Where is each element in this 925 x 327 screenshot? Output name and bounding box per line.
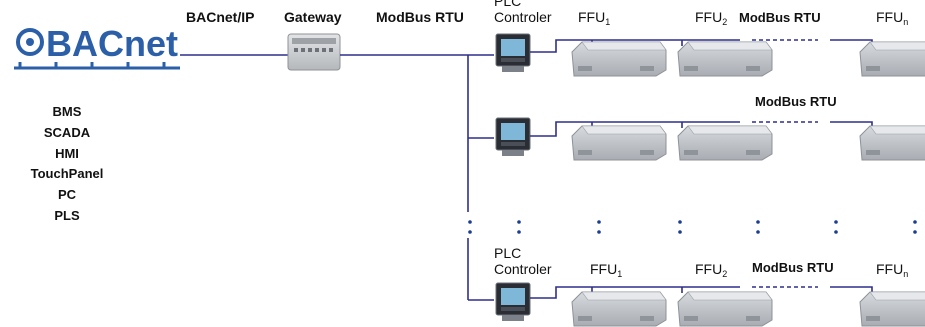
modbus-bus-row3 (530, 286, 740, 299)
ffu-unit-row1-n (859, 41, 925, 77)
plc-controller-row2 (495, 117, 531, 157)
label-plc-bottom-line1: PLC (494, 245, 521, 261)
label-bus-top: ModBus RTU (739, 10, 821, 25)
label-gateway: Gateway (284, 9, 342, 25)
ffu-unit-row1-2 (677, 41, 773, 77)
system-item-pls: PLS (54, 208, 80, 223)
row-2 (495, 117, 925, 161)
ffu-unit-row2-2 (677, 125, 773, 161)
ffu-unit-row2-1 (571, 125, 667, 161)
plc-controller-row3 (495, 282, 531, 322)
label-ffu2-top: FFU2 (695, 9, 727, 27)
systems-list: BMS SCADA HMI TouchPanel PC PLS (31, 104, 104, 223)
row-1 (495, 33, 925, 77)
ffu-unit-row3-2 (677, 291, 773, 327)
ffu-unit-row2-n (859, 125, 925, 161)
system-item-hmi: HMI (55, 146, 79, 161)
label-plc-top-line1: PLC (494, 0, 521, 9)
bacnet-logo: BACnet (14, 23, 180, 70)
label-ffun-bottom: FFUn (876, 261, 908, 279)
label-ffu2-bottom: FFU2 (695, 261, 727, 279)
system-item-bms: BMS (53, 104, 82, 119)
bacnet-logo-text: BACnet (46, 23, 178, 64)
continuation-dots (468, 220, 917, 234)
label-modbus-rtu-top: ModBus RTU (376, 9, 464, 25)
ffu-unit-row3-n (859, 291, 925, 327)
label-plc-bottom-line2: Controler (494, 261, 552, 277)
label-bacnet-ip: BACnet/IP (186, 9, 254, 25)
row-3 (495, 282, 925, 327)
label-bus-row2: ModBus RTU (755, 94, 837, 109)
label-ffun-top: FFUn (876, 9, 908, 27)
modbus-bus-row2 (530, 121, 740, 137)
label-plc-top-line2: Controler (494, 9, 552, 25)
system-item-touchpanel: TouchPanel (31, 166, 104, 181)
ffu-unit-row3-1 (571, 291, 667, 327)
plc-controller-row1 (495, 33, 531, 73)
system-item-scada: SCADA (44, 125, 91, 140)
system-item-pc: PC (58, 187, 77, 202)
label-ffu1-bottom: FFU1 (590, 261, 622, 279)
ffu-unit-row1-1 (571, 41, 667, 77)
label-bus-bottom: ModBus RTU (752, 260, 834, 275)
gateway-device (287, 33, 341, 71)
label-ffu1-top: FFU1 (578, 9, 610, 27)
